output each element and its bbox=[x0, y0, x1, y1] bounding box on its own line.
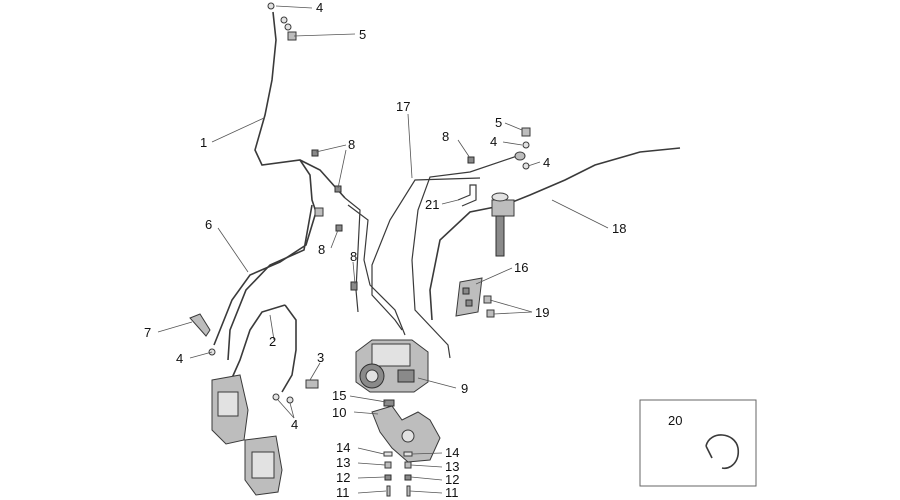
washer-top-1 bbox=[267, 2, 275, 10]
callout-16: 16 bbox=[514, 260, 528, 275]
callout-14-left: 14 bbox=[336, 440, 350, 455]
brake-hose-1 bbox=[254, 11, 346, 199]
callout-17: 17 bbox=[396, 99, 410, 114]
callout-8-mid-a: 8 bbox=[318, 242, 325, 257]
callout-10: 10 bbox=[332, 405, 346, 420]
callout-3: 3 bbox=[317, 350, 324, 365]
callout-21: 21 bbox=[425, 197, 439, 212]
screw-11a bbox=[386, 485, 391, 497]
bleed-valve-3 bbox=[305, 379, 319, 389]
callout-5-right: 5 bbox=[495, 115, 502, 130]
callout-7: 7 bbox=[144, 325, 151, 340]
callout-8-right: 8 bbox=[442, 129, 449, 144]
grommet-14a bbox=[383, 451, 393, 457]
brake-hose-1-branch bbox=[299, 159, 317, 213]
bracket-16 bbox=[455, 277, 483, 317]
abs-connector bbox=[397, 369, 415, 383]
clip-21 bbox=[457, 184, 477, 207]
callout-5-top: 5 bbox=[359, 27, 366, 42]
callout-15: 15 bbox=[332, 388, 346, 403]
caliper-upper-piston bbox=[217, 391, 239, 417]
callout-4-right-upper: 4 bbox=[490, 134, 497, 149]
brake-hose-6b bbox=[227, 204, 313, 361]
washer-caliper-1 bbox=[272, 393, 280, 401]
callout-12-left: 12 bbox=[336, 470, 350, 485]
grommet-14b bbox=[403, 451, 413, 457]
washer-caliper-2 bbox=[286, 396, 294, 404]
bolt-15 bbox=[383, 399, 395, 407]
speed-sensor-7 bbox=[189, 313, 211, 337]
washer-12a bbox=[384, 474, 392, 481]
brake-pipe-17b bbox=[411, 154, 521, 359]
spring-clip-20-end bbox=[705, 445, 713, 459]
callout-4-left: 4 bbox=[176, 351, 183, 366]
master-cylinder-cap bbox=[491, 192, 509, 202]
brake-pipe-front bbox=[344, 197, 361, 313]
callout-19: 19 bbox=[535, 305, 549, 320]
callout-11-left: 11 bbox=[336, 485, 350, 500]
washer-top-3 bbox=[284, 23, 292, 31]
callout-2: 2 bbox=[269, 334, 276, 349]
spacer-13a bbox=[384, 461, 392, 469]
master-cylinder-rod bbox=[495, 215, 505, 257]
abs-unit-block bbox=[371, 343, 411, 367]
bracket-16-hole-a bbox=[462, 287, 470, 295]
washer-top-2 bbox=[280, 16, 288, 24]
abs-motor-hub bbox=[365, 369, 379, 383]
washer-12b bbox=[404, 474, 412, 481]
callout-4-bottom: 4 bbox=[291, 417, 298, 432]
screw-11b bbox=[406, 485, 411, 497]
brake-pipe-front-b bbox=[347, 204, 406, 336]
callout-4-top: 4 bbox=[316, 0, 323, 15]
callout-8-mid-b: 8 bbox=[350, 249, 357, 264]
callout-12-right: 12 bbox=[445, 472, 459, 487]
mount-bracket-hole bbox=[401, 429, 415, 443]
clip-8c bbox=[335, 224, 343, 232]
callout-13-left: 13 bbox=[336, 455, 350, 470]
brake-hose-2b bbox=[281, 304, 297, 393]
spring-clip-20 bbox=[705, 434, 740, 470]
brake-pipe-17 bbox=[371, 177, 481, 331]
clip-8b bbox=[334, 185, 342, 193]
part-20-box bbox=[639, 399, 757, 487]
callout-20: 20 bbox=[668, 413, 682, 428]
brake-hose-2 bbox=[231, 304, 286, 379]
spacer-13b bbox=[404, 461, 412, 469]
callout-6: 6 bbox=[205, 217, 212, 232]
hose-joint bbox=[314, 207, 324, 217]
callout-1: 1 bbox=[200, 135, 207, 150]
callout-18: 18 bbox=[612, 221, 626, 236]
clip-8-right bbox=[467, 156, 475, 164]
banjo-bolt-right bbox=[521, 127, 531, 137]
brake-hose-18 bbox=[429, 147, 681, 321]
callout-13-right: 13 bbox=[445, 459, 459, 474]
clip-8d bbox=[350, 281, 358, 291]
callout-8-left: 8 bbox=[348, 137, 355, 152]
screw-19b bbox=[486, 309, 495, 318]
caliper-lower-piston bbox=[251, 451, 275, 479]
bracket-16-hole-b bbox=[465, 299, 473, 307]
callout-11-right: 11 bbox=[445, 485, 459, 500]
callout-14-right: 14 bbox=[445, 445, 459, 460]
master-cylinder bbox=[491, 199, 515, 217]
callout-4-right-lower: 4 bbox=[543, 155, 550, 170]
callout-9: 9 bbox=[461, 381, 468, 396]
washer-right-1 bbox=[522, 141, 530, 149]
clip-8a bbox=[311, 149, 319, 157]
hose-end-right bbox=[514, 151, 526, 161]
brake-hose-6 bbox=[213, 211, 317, 346]
screw-19a bbox=[483, 295, 492, 304]
